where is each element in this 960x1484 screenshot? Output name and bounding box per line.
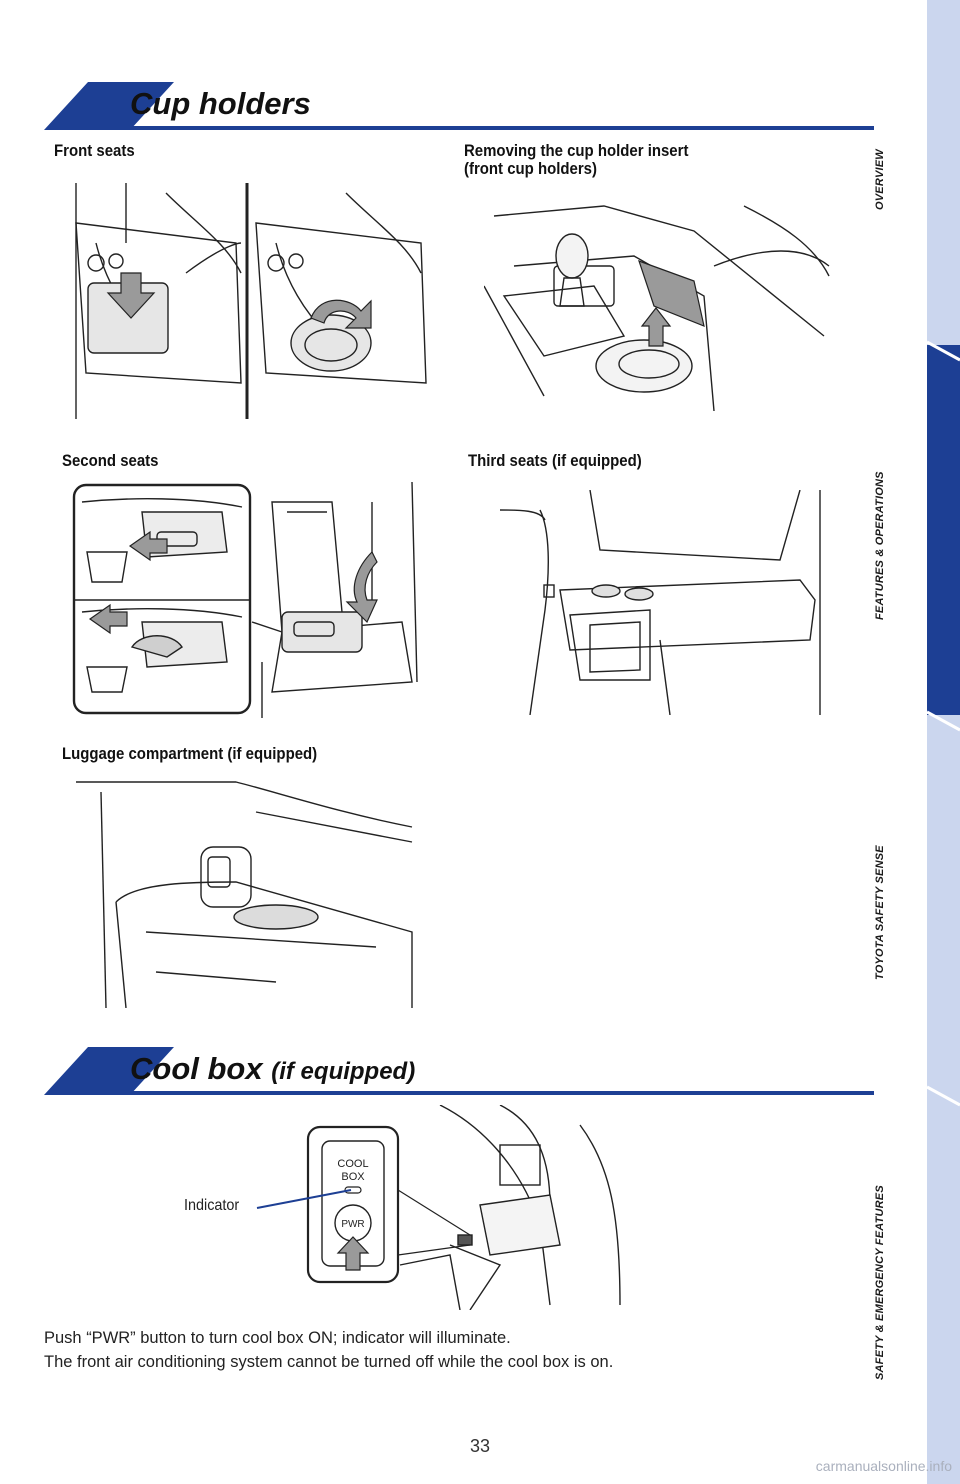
svg-text:BOX: BOX bbox=[341, 1171, 365, 1183]
third-seats-illustration bbox=[500, 490, 821, 715]
indicator-leader-line bbox=[256, 1189, 352, 1209]
cool-box-title-text: Cool box bbox=[130, 1051, 263, 1086]
removing-insert-label-line2: (front cup holders) bbox=[464, 159, 597, 178]
cool-box-heading: Cool box (if equipped) bbox=[44, 1047, 874, 1095]
indicator-label: Indicator bbox=[184, 1197, 240, 1214]
front-seats-label: Front seats bbox=[54, 141, 135, 160]
heading-rule bbox=[124, 126, 874, 130]
watermark: carmanualsonline.info bbox=[815, 1458, 952, 1474]
tab-label-safety-emergency: SAFETY & EMERGENCY FEATURES bbox=[874, 1185, 886, 1380]
cup-holders-heading: Cup holders bbox=[44, 82, 874, 130]
sidebar-tab-dividers bbox=[927, 340, 960, 1107]
luggage-label: Luggage compartment (if equipped) bbox=[62, 744, 318, 763]
cool-box-title-suffix: (if equipped) bbox=[271, 1058, 416, 1085]
cup-holders-title: Cup holders bbox=[130, 86, 311, 121]
cool-box-illustration: COOL BOX PWR bbox=[306, 1105, 621, 1310]
cool-box-caption-line2: The front air conditioning system cannot… bbox=[44, 1353, 614, 1371]
cool-box-control-panel: COOL BOX PWR bbox=[306, 1125, 471, 1284]
page-number: 33 bbox=[469, 1436, 491, 1456]
removing-insert-label-line1: Removing the cup holder insert bbox=[464, 141, 689, 160]
svg-text:PWR: PWR bbox=[341, 1219, 364, 1230]
heading-slant-bar bbox=[44, 1047, 174, 1095]
second-seats-illustration bbox=[72, 482, 418, 718]
removing-insert-illustration bbox=[484, 205, 830, 411]
cool-box-caption-line1: Push “PWR” button to turn cool box ON; i… bbox=[44, 1329, 511, 1347]
tab-features-operations[interactable] bbox=[927, 345, 960, 715]
luggage-illustration bbox=[76, 781, 413, 1008]
third-seats-label: Third seats (if equipped) bbox=[468, 451, 642, 470]
svg-text:COOL: COOL bbox=[337, 1158, 368, 1170]
tab-label-overview: OVERVIEW bbox=[874, 149, 886, 210]
heading-rule bbox=[124, 1091, 874, 1095]
cool-box-title: Cool box (if equipped) bbox=[130, 1051, 415, 1087]
tab-label-features-operations: FEATURES & OPERATIONS bbox=[874, 471, 886, 620]
front-seats-illustration bbox=[75, 183, 427, 419]
section-sidebar bbox=[927, 0, 960, 1484]
tab-label-toyota-safety-sense: TOYOTA SAFETY SENSE bbox=[874, 845, 886, 980]
second-seats-label: Second seats bbox=[62, 451, 159, 470]
heading-slant-bar bbox=[44, 82, 174, 130]
